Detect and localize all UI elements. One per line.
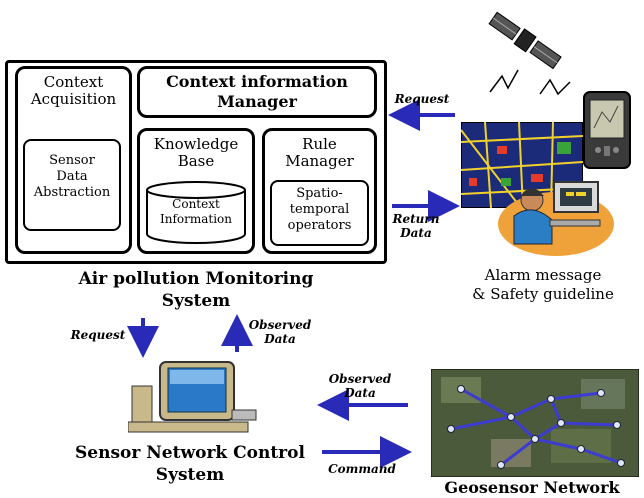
geosensor-network-map-icon — [431, 369, 639, 477]
spatio-temporal-operators-label: Spatio- temporal operators — [287, 186, 352, 233]
context-acquisition-label: Context Acquisition — [30, 73, 117, 108]
sensor-data-abstraction-box — [23, 139, 121, 231]
context-information-manager-box — [137, 66, 377, 118]
geosensor-network-label: Geosensor Network — [444, 478, 620, 497]
sensor-data-abstraction-label: Sensor Data Abstraction — [33, 153, 111, 200]
context-information-manager-label: Context information Manager — [166, 72, 348, 111]
alarm-message-label: Alarm message & Safety guideline — [472, 266, 614, 303]
request-top-label: Request — [394, 92, 450, 106]
rule-manager-label: Rule Manager — [285, 135, 354, 170]
satellite-icon — [488, 11, 571, 96]
computer-workstation-icon — [128, 361, 257, 433]
return-data-label: Return Data — [392, 212, 440, 240]
context-information-database-label: Context Information — [159, 197, 233, 226]
pda-device-icon — [583, 91, 631, 169]
observed-data-up-label: Observed Data — [248, 318, 312, 346]
observed-data-left-label: Observed Data — [328, 372, 392, 400]
monitoring-system-title: Air pollution Monitoring System — [78, 269, 314, 311]
sensor-network-control-label: Sensor Network Control System — [75, 443, 305, 485]
knowledge-base-label: Knowledge Base — [153, 135, 239, 170]
command-label: Command — [328, 462, 396, 476]
operator-at-computer-icon — [498, 181, 614, 256]
context-information-database-icon — [146, 181, 246, 244]
request-down-label: Request — [70, 328, 126, 342]
spatio-temporal-operators-box — [270, 180, 369, 246]
